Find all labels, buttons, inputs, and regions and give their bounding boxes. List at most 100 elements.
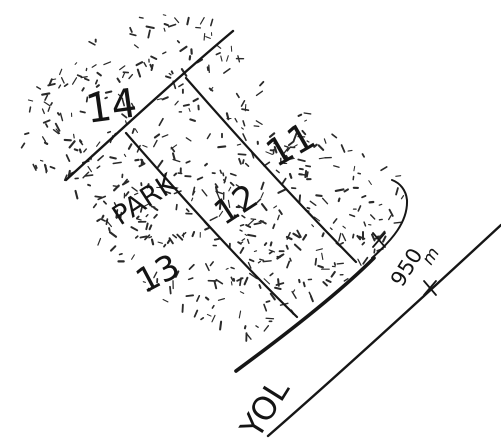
stipple-mark: [168, 237, 174, 245]
stipple-mark: [162, 51, 167, 55]
stipple-mark: [139, 235, 148, 239]
stipple-mark: [178, 83, 184, 88]
label-14: 14: [83, 80, 140, 133]
stipple-mark: [283, 145, 289, 148]
stipple-mark: [304, 119, 308, 122]
stipple-mark: [136, 68, 142, 78]
stipple-mark: [147, 287, 151, 292]
stipple-mark: [124, 120, 128, 125]
cross-marker-frontage: [372, 232, 386, 248]
stipple-mark: [83, 77, 90, 82]
stipple-mark: [237, 204, 244, 210]
stipple-mark: [241, 214, 246, 219]
stipple-mark: [248, 272, 255, 278]
stipple-mark: [73, 148, 79, 152]
stipple-mark: [363, 221, 367, 227]
stipple-mark: [170, 146, 176, 153]
stipple-mark: [301, 129, 307, 136]
stipple-mark: [222, 172, 225, 177]
stipple-mark: [215, 190, 224, 195]
stipple-mark: [146, 183, 150, 189]
stipple-mark: [273, 145, 278, 154]
stipple-mark: [388, 215, 392, 221]
stipple-mark: [242, 120, 246, 127]
stipple-mark: [94, 195, 103, 199]
stipple-mark: [242, 133, 247, 142]
stipple-mark: [32, 163, 37, 171]
stipple-mark: [245, 224, 252, 229]
stipple-mark: [153, 271, 158, 279]
stipple-mark: [189, 118, 196, 122]
stipple-mark: [303, 112, 312, 115]
stipple-mark: [206, 66, 210, 71]
stipple-mark: [133, 44, 139, 49]
stipple-mark: [342, 225, 346, 229]
stipple-mark: [174, 100, 179, 106]
stipple-mark: [393, 221, 403, 224]
stipple-mark: [179, 45, 188, 53]
stipple-mark: [148, 224, 153, 231]
stipple-mark: [163, 243, 167, 248]
stipple-mark: [241, 127, 244, 130]
stipple-mark: [269, 292, 276, 301]
stipple-mark: [105, 218, 109, 226]
stipple-mark: [150, 55, 158, 60]
stipple-mark: [156, 98, 162, 101]
stipple-mark: [361, 194, 367, 199]
stipple-mark: [285, 244, 289, 250]
stipple-mark: [289, 257, 292, 262]
stipple-mark: [130, 226, 139, 232]
stipple-mark: [285, 235, 293, 241]
stipple-mark: [100, 218, 106, 222]
stipple-mark: [84, 174, 94, 177]
stipple-mark: [223, 68, 231, 74]
stipple-mark: [97, 237, 102, 246]
stipple-mark: [59, 112, 64, 122]
stipple-mark: [215, 278, 224, 285]
stipple-mark: [204, 296, 210, 301]
stipple-mark: [34, 164, 38, 169]
stipple-mark: [79, 139, 83, 143]
stipple-mark: [400, 195, 405, 200]
stipple-mark: [161, 96, 169, 101]
boundary-lines: [64, 29, 501, 438]
stipple-mark: [215, 52, 221, 56]
stipple-mark: [97, 154, 105, 162]
stipple-mark: [239, 291, 245, 294]
stipple-mark: [116, 77, 121, 83]
stipple-mark: [362, 256, 369, 265]
stipple-mark: [272, 223, 276, 230]
stipple-mark: [211, 314, 216, 323]
stipple-mark: [129, 26, 133, 33]
stipple-mark: [332, 218, 338, 224]
stipple-mark: [330, 270, 336, 278]
stipple-mark: [124, 191, 130, 197]
divider-line-right: [184, 76, 358, 264]
stipple-mark: [358, 235, 366, 240]
stipple-mark: [265, 151, 273, 156]
stipple-mark: [144, 234, 151, 241]
stipple-mark: [213, 280, 218, 290]
stipple-mark: [253, 221, 262, 226]
stipple-mark: [196, 294, 201, 302]
stipple-mark: [129, 33, 137, 37]
stipple-mark: [131, 254, 135, 260]
stipple-shading: [20, 14, 405, 342]
stipple-mark: [229, 172, 237, 177]
stipple-mark: [87, 165, 92, 173]
stipple-mark: [138, 16, 144, 19]
stipple-mark: [153, 206, 159, 212]
stipple-mark: [24, 132, 30, 136]
stipple-mark: [182, 103, 190, 107]
stipple-mark: [176, 40, 181, 44]
stipple-mark: [313, 216, 321, 222]
stipple-mark: [340, 241, 345, 245]
stipple-mark: [163, 22, 170, 27]
stipple-mark: [153, 213, 158, 219]
stipple-mark: [225, 267, 229, 270]
stipple-mark: [217, 145, 227, 149]
stipple-mark: [211, 304, 215, 309]
stipple-mark: [119, 65, 126, 71]
stipple-mark: [336, 262, 344, 265]
stipple-mark: [205, 36, 211, 39]
